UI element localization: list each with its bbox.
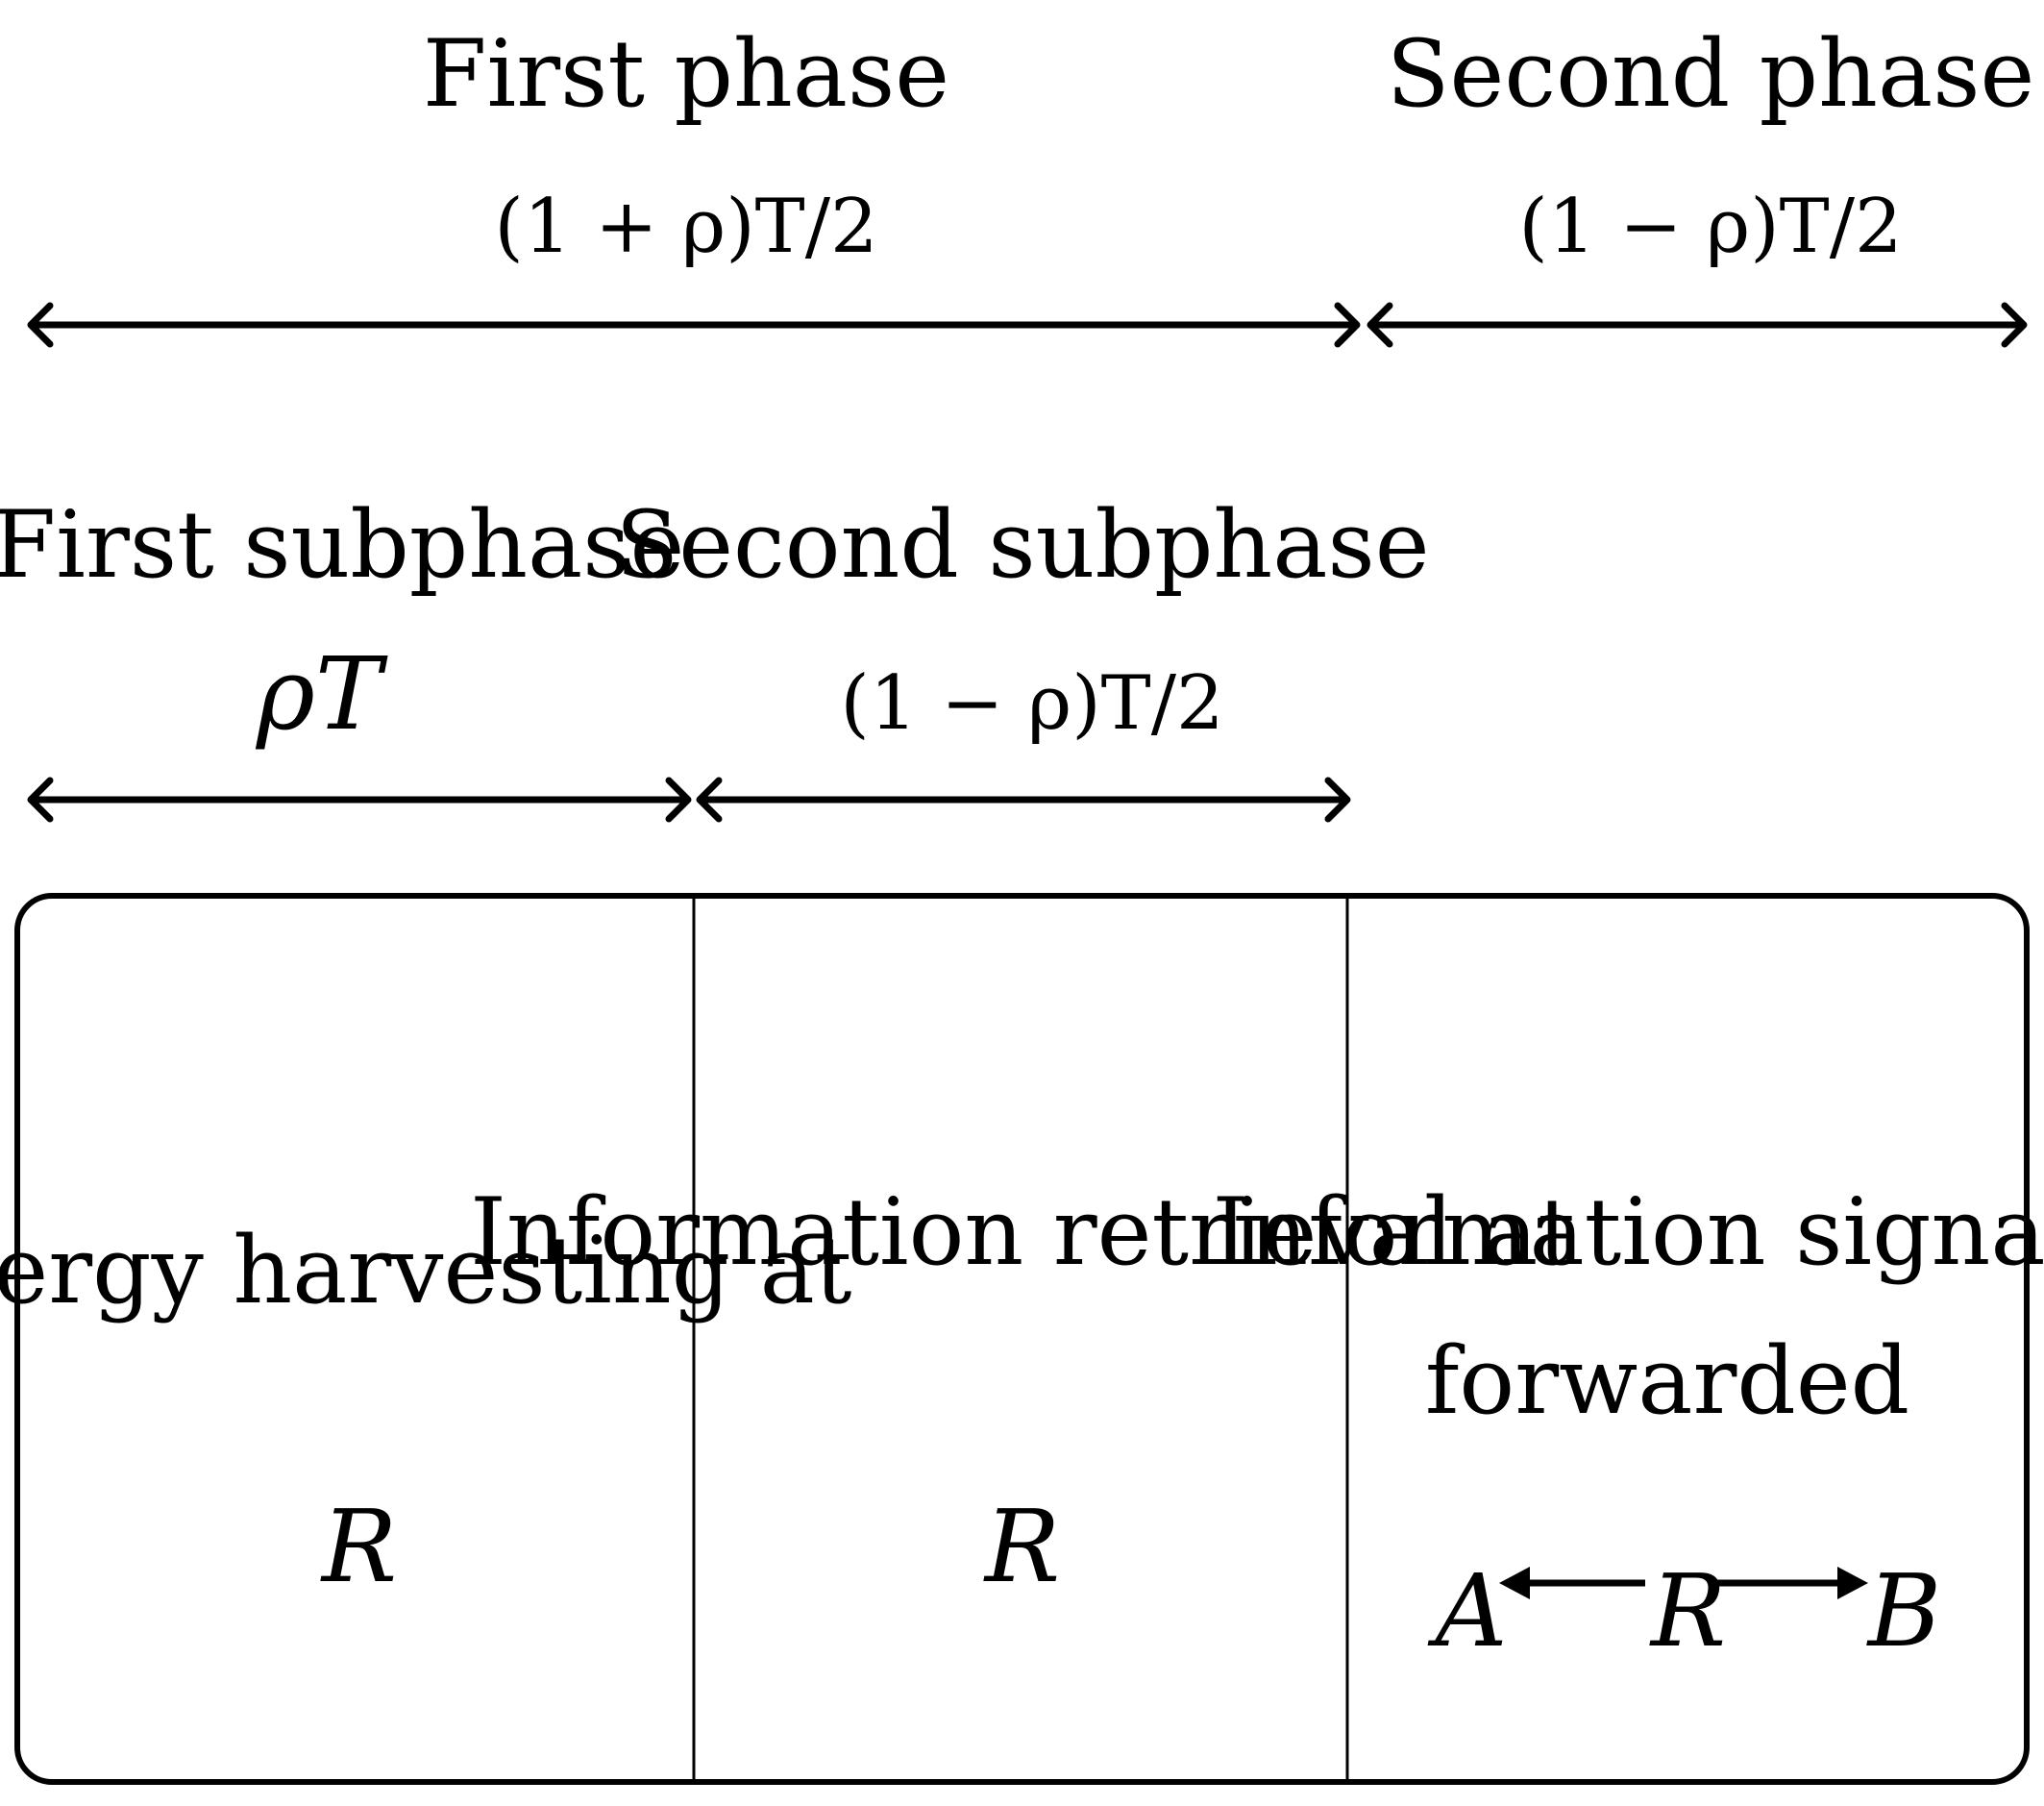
first-phase-title: First phase xyxy=(423,20,949,128)
first-subphase-arrow xyxy=(27,777,692,823)
information-retrieval-block: Information retrieval at R xyxy=(470,1178,1575,1605)
second-subphase-header: Second subphase (1 − ρ)T/2 xyxy=(615,491,1429,747)
second-phase-duration: (1 − ρ)T/2 xyxy=(1518,184,1902,270)
first-phase-header: First phase (1 + ρ)T/2 xyxy=(423,20,949,270)
node-b: B xyxy=(1866,1552,1941,1670)
second-subphase-duration: (1 − ρ)T/2 xyxy=(840,660,1223,747)
first-subphase-duration: ρT xyxy=(256,635,388,753)
information-retrieval-label: Information retrieval at xyxy=(470,1178,1575,1286)
relay-to-b-arrow xyxy=(1712,1567,1868,1599)
node-a: A xyxy=(1427,1552,1507,1670)
second-phase-header: Second phase (1 − ρ)T/2 xyxy=(1387,20,2035,270)
second-phase-title: Second phase xyxy=(1387,20,2035,128)
first-phase-duration: (1 + ρ)T/2 xyxy=(494,184,877,270)
first-phase-arrow xyxy=(27,302,1361,348)
information-forwarding-block: Information signals forwarded A R B xyxy=(1212,1178,2044,1670)
first-subphase-header: First subphase ρT xyxy=(0,491,684,753)
second-subphase-arrow xyxy=(696,777,1351,823)
energy-harvesting-block: Energy harvesting at R xyxy=(0,1217,851,1605)
information-retrieval-node: R xyxy=(983,1488,1060,1605)
information-forwarding-label-line1: Information signals xyxy=(1212,1178,2044,1286)
second-phase-arrow xyxy=(1367,302,2028,348)
energy-harvesting-label: Energy harvesting at xyxy=(0,1217,851,1324)
energy-harvesting-node: R xyxy=(320,1488,397,1605)
node-r: R xyxy=(1649,1552,1726,1670)
second-subphase-title: Second subphase xyxy=(615,491,1429,599)
relay-to-a-arrow xyxy=(1499,1567,1645,1599)
phase-blocks-frame xyxy=(14,893,2030,1785)
first-subphase-title: First subphase xyxy=(0,491,684,599)
information-forwarding-label-line2: forwarded xyxy=(1425,1327,1909,1435)
